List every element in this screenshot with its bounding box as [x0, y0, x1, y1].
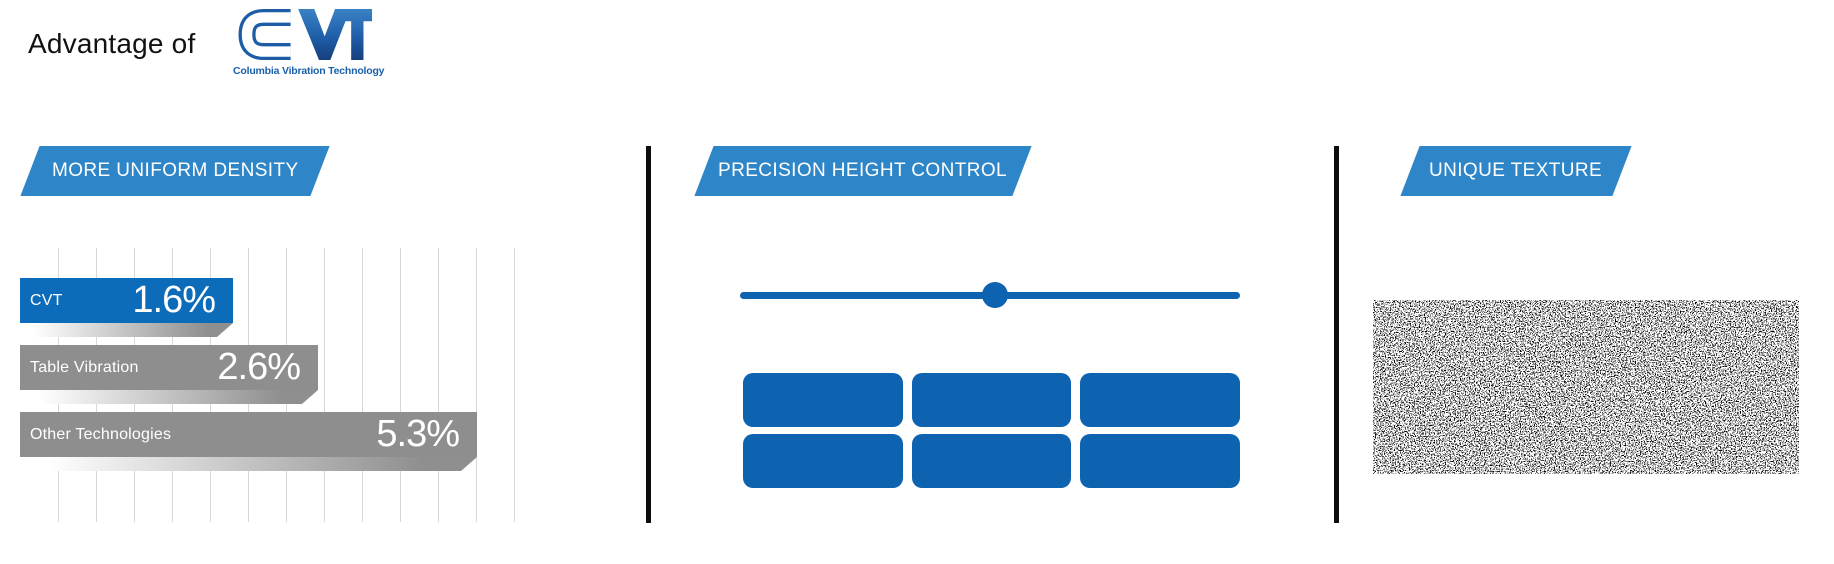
bar-label: CVT: [30, 291, 63, 309]
height-block: [1080, 373, 1240, 427]
logo-tagline: Columbia Vibration Technology: [233, 65, 385, 77]
bar-value: 2.6%: [217, 346, 301, 388]
logo-letter-v: [298, 8, 351, 61]
bar-value: 1.6%: [132, 279, 216, 321]
logo-letter-c-fill: [241, 12, 291, 57]
cvt-logo: Columbia Vibration Technology: [230, 6, 385, 77]
noise-texture-icon: [1373, 300, 1799, 474]
badge-precision-height-control: PRECISION HEIGHT CONTROL: [694, 146, 1032, 196]
bar-shadow: [20, 457, 477, 471]
badge-more-uniform-density-label: MORE UNIFORM DENSITY: [51, 160, 299, 181]
bar-label: Other Technologies: [30, 425, 172, 443]
height-slider[interactable]: [740, 282, 1240, 308]
height-block: [911, 373, 1072, 427]
badge-unique-texture-label: UNIQUE TEXTURE: [1429, 160, 1603, 181]
height-block: [1080, 434, 1240, 488]
cvt-logo-letters: [238, 8, 372, 61]
bar-shadow: [20, 390, 318, 404]
height-block: [743, 434, 903, 488]
section-divider: [1334, 146, 1339, 523]
badge-precision-height-control-label: PRECISION HEIGHT CONTROL: [718, 160, 1008, 181]
badge-more-uniform-density: MORE UNIFORM DENSITY: [20, 146, 330, 196]
badge-unique-texture: UNIQUE TEXTURE: [1400, 146, 1632, 196]
bar-row: Table Vibration 2.6%: [20, 345, 318, 390]
bar-row: CVT 1.6%: [20, 278, 233, 323]
section-divider: [646, 146, 651, 523]
height-block: [743, 373, 903, 427]
bar-row: Other Technologies 5.3%: [20, 412, 477, 457]
bar-value: 5.3%: [376, 413, 460, 455]
height-block-grid: [743, 373, 1240, 488]
texture-image: [1373, 300, 1799, 474]
slider-thumb-icon[interactable]: [982, 282, 1008, 308]
bar-label: Table Vibration: [30, 358, 139, 376]
logo-letter-t: [342, 8, 372, 61]
page-title: Advantage of: [28, 28, 196, 59]
bar-shadow: [20, 323, 233, 337]
height-block: [911, 434, 1072, 488]
